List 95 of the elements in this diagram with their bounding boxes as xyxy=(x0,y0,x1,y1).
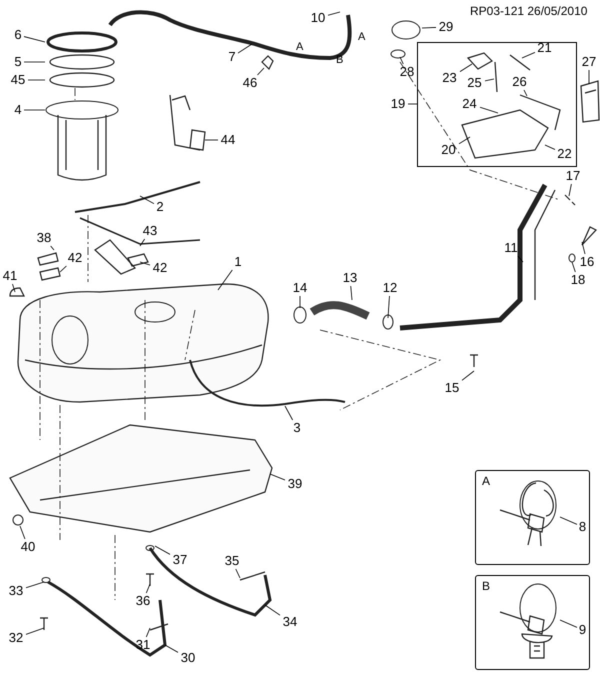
callout-number: 7 xyxy=(226,49,238,65)
leader-line xyxy=(140,196,154,204)
drawing-reference: RP03-121 26/05/2010 xyxy=(470,5,588,18)
callout-number: 4 xyxy=(12,102,24,118)
callout-number: 12 xyxy=(380,280,400,296)
leader-line xyxy=(582,242,586,254)
leader-line xyxy=(140,262,150,266)
leader-line xyxy=(20,526,26,540)
callout-number: 5 xyxy=(12,54,24,70)
leader-line xyxy=(517,256,524,262)
callout-number: 46 xyxy=(240,75,260,91)
callout-number: 13 xyxy=(340,270,360,286)
callout-number: 24 xyxy=(460,96,480,112)
leader-line xyxy=(560,516,578,525)
leader-line xyxy=(12,284,16,292)
callout-number: 34 xyxy=(280,614,300,630)
callout-number: 18 xyxy=(568,272,588,288)
callout-number: 38 xyxy=(34,230,54,246)
callout-number: 15 xyxy=(442,380,462,396)
callout-number: 21 xyxy=(534,40,554,56)
callout-number: 2 xyxy=(154,199,166,215)
leader-line xyxy=(26,582,44,588)
callout-number: 29 xyxy=(436,19,456,35)
leader-line xyxy=(270,474,286,480)
callout-number: 35 xyxy=(222,553,242,569)
callout-number: 40 xyxy=(18,539,38,555)
leader-line xyxy=(484,78,494,82)
inset-panel xyxy=(475,575,590,670)
leader-line xyxy=(458,136,470,144)
leader-line xyxy=(154,546,170,555)
callout-number: 6 xyxy=(12,27,24,43)
leader-line xyxy=(264,604,280,616)
leader-line xyxy=(140,238,146,246)
leader-line xyxy=(544,144,556,150)
leader-line xyxy=(460,64,472,72)
callout-number: 8 xyxy=(576,518,588,534)
leader-line xyxy=(146,628,150,638)
callout-number: 33 xyxy=(6,583,26,599)
callout-number: 43 xyxy=(140,223,160,239)
callout-number: 17 xyxy=(563,168,583,184)
callout-number: 31 xyxy=(133,637,153,653)
callout-number: 36 xyxy=(133,593,153,609)
inset-letter: A xyxy=(482,474,490,488)
callout-number: 32 xyxy=(6,630,26,646)
connector-letter: B xyxy=(336,54,344,67)
callout-number: 11 xyxy=(501,240,521,256)
leader-line xyxy=(524,90,528,96)
leader-line xyxy=(26,628,44,635)
callout-number: 16 xyxy=(577,254,597,270)
leader-line xyxy=(284,406,294,420)
callout-number: 22 xyxy=(554,146,574,162)
callout-number: 42 xyxy=(150,260,170,276)
callout-number: 9 xyxy=(576,622,588,638)
leader-line xyxy=(400,56,404,64)
leader-line xyxy=(350,286,352,300)
leader-line xyxy=(60,266,67,272)
callout-number: 44 xyxy=(218,132,238,148)
callout-number: 23 xyxy=(440,70,460,86)
leader-line xyxy=(24,36,46,42)
leader-line xyxy=(422,27,436,28)
callout-number: 42 xyxy=(65,250,85,266)
leader-line xyxy=(588,70,590,84)
leader-line xyxy=(146,584,150,594)
callout-number: 20 xyxy=(438,142,458,158)
callout-number: 25 xyxy=(464,74,484,90)
leader-line xyxy=(235,568,240,578)
leader-line xyxy=(568,184,572,196)
callout-number: 19 xyxy=(388,96,408,112)
leader-line xyxy=(238,44,252,54)
callout-number: 37 xyxy=(170,552,190,568)
callout-number: 28 xyxy=(397,64,417,80)
leader-line xyxy=(560,620,578,628)
leader-line xyxy=(164,644,178,653)
leader-line xyxy=(257,68,264,76)
callout-number: 27 xyxy=(579,54,599,70)
callout-number: 39 xyxy=(285,476,305,492)
callout-number: 41 xyxy=(0,268,20,284)
callout-number: 14 xyxy=(290,280,310,296)
leader-line xyxy=(328,12,340,16)
leader-line xyxy=(218,270,233,290)
inset-letter: B xyxy=(482,579,490,593)
leader-line xyxy=(462,370,474,381)
leader-line xyxy=(480,106,498,114)
callout-number: 3 xyxy=(291,420,303,436)
callout-number: 26 xyxy=(510,74,530,90)
callout-number: 45 xyxy=(8,72,28,88)
connector-letter: A xyxy=(296,41,304,54)
callout-number: 30 xyxy=(178,650,198,666)
leader-line xyxy=(388,296,390,318)
leader-line xyxy=(522,52,536,58)
leader-line xyxy=(50,246,54,250)
leader-line xyxy=(572,262,576,272)
callout-number: 10 xyxy=(308,10,328,26)
connector-letter: A xyxy=(358,31,366,44)
callout-number: 1 xyxy=(232,254,244,270)
